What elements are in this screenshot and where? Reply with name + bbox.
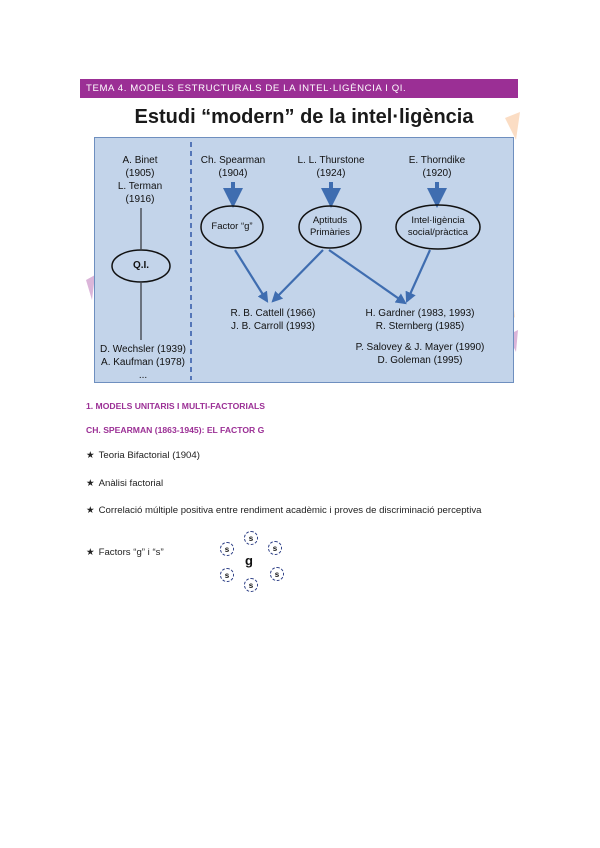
author-thurstone: L. L. Thurstone (1924) [297, 155, 365, 179]
author-spearman: Ch. Spearman (1904) [200, 155, 266, 179]
star-icon: ★ [86, 505, 95, 516]
diagram-graphics [111, 142, 481, 380]
factor-g-shape [200, 205, 264, 249]
factor-g-node: Factor “g” [211, 221, 253, 232]
bullet-item: ★Correlació múltiple positiva entre rend… [86, 505, 482, 516]
aptituds-to-cattell-arrow [271, 249, 324, 303]
author-thorndike: E. Thorndike (1920) [408, 155, 466, 179]
left-top-names: A. Binet (1905) L. Terman (1916) [117, 155, 163, 205]
s-factor-node: s [270, 567, 284, 581]
bullet-item: ★Factors “g” i “s” [86, 547, 164, 558]
g-factor-label: g [245, 553, 253, 568]
subsection-heading: CH. SPEARMAN (1863-1945): EL FACTOR G [86, 425, 265, 435]
star-icon: ★ [86, 450, 95, 461]
star-icon: ★ [86, 547, 95, 558]
bullet-item: ★Anàlisi factorial [86, 478, 164, 489]
chapter-header: TEMA 4. MODELS ESTRUCTURALS DE LA INTEL·… [80, 79, 518, 98]
qi-node-shape [111, 249, 171, 283]
qi-node: Q.I. [132, 260, 150, 271]
g-factor-diagram: g s s s s s s [214, 531, 288, 593]
targets-left: R. B. Cattell (1966) J. B. Carroll (1993… [230, 308, 316, 332]
intelligence-diagram: A. Binet (1905) L. Terman (1916) Q.I. D.… [94, 137, 514, 383]
social-shape [395, 204, 481, 250]
s-factor-node: s [244, 531, 258, 545]
figure-title: Estudi “modern” de la intel·ligència [134, 106, 474, 128]
aptituds-to-gardner-arrow [328, 249, 407, 305]
g-to-cattell-arrow [234, 249, 269, 303]
social-to-gardner-arrow [405, 249, 432, 304]
s-factor-node: s [220, 542, 234, 556]
s-factor-node: s [244, 578, 258, 592]
aptituds-node: Aptituds Primàries [309, 215, 351, 238]
aptituds-shape [298, 205, 362, 249]
targets-right: H. Gardner (1983, 1993) R. Sternberg (19… [355, 308, 485, 366]
social-node: Intel·ligència social/pràctica [407, 215, 469, 238]
s-factor-node: s [220, 568, 234, 582]
section-heading: 1. MODELS UNITARIS I MULTI-FACTORIALS [86, 401, 266, 411]
s-factor-node: s [268, 541, 282, 555]
bullet-item: ★Teoria Bifactorial (1904) [86, 450, 200, 461]
left-bottom-names: D. Wechsler (1939) A. Kaufman (1978) ... [100, 344, 186, 381]
star-icon: ★ [86, 478, 95, 489]
